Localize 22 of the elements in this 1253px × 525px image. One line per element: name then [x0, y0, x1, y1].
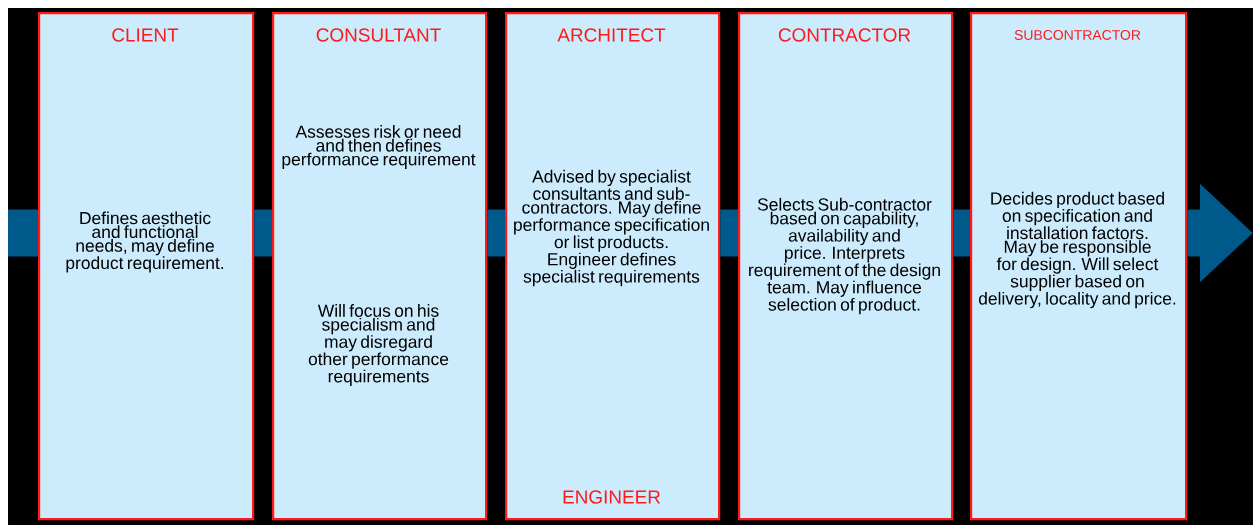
description-text: Advised by specialist consultants and sub-contractors. May define performance specification or list products. Engineer defines specialist requirements [514, 169, 709, 287]
role-column [738, 12, 954, 521]
description-text: Selects Sub-contractor based on capability, availability and price. Interprets requirement of the design team. May influence selection of product. [749, 197, 940, 315]
column-heading: CONTRACTOR [778, 28, 911, 42]
column-heading: CLIENT [112, 28, 179, 42]
role-column [272, 12, 488, 521]
description-text: Defines aesthetic and functional needs, may define product requirement. [66, 211, 224, 273]
connector-band [487, 209, 505, 257]
role-column [38, 12, 255, 521]
connector-band [953, 209, 970, 257]
column-heading: ARCHITECT [557, 28, 666, 42]
role-column [970, 12, 1188, 521]
column-heading: CONSULTANT [316, 28, 441, 42]
description-text: Assesses risk or need and then defines performance requirement [282, 125, 476, 169]
description-text: Will focus on his specialism and may disregard other performance requirements [308, 304, 449, 386]
connector-band [720, 209, 738, 257]
description-text: Decides product based on specification and installation factors. May be responsible for design. Will select supplier based on delivery, locality and price. [978, 191, 1176, 309]
column-heading: ENGINEER [563, 490, 661, 504]
connector-band [8, 209, 38, 257]
connector-band [254, 209, 272, 257]
role-column [505, 12, 721, 521]
column-heading: SUBCONTRACTOR [1014, 30, 1141, 40]
